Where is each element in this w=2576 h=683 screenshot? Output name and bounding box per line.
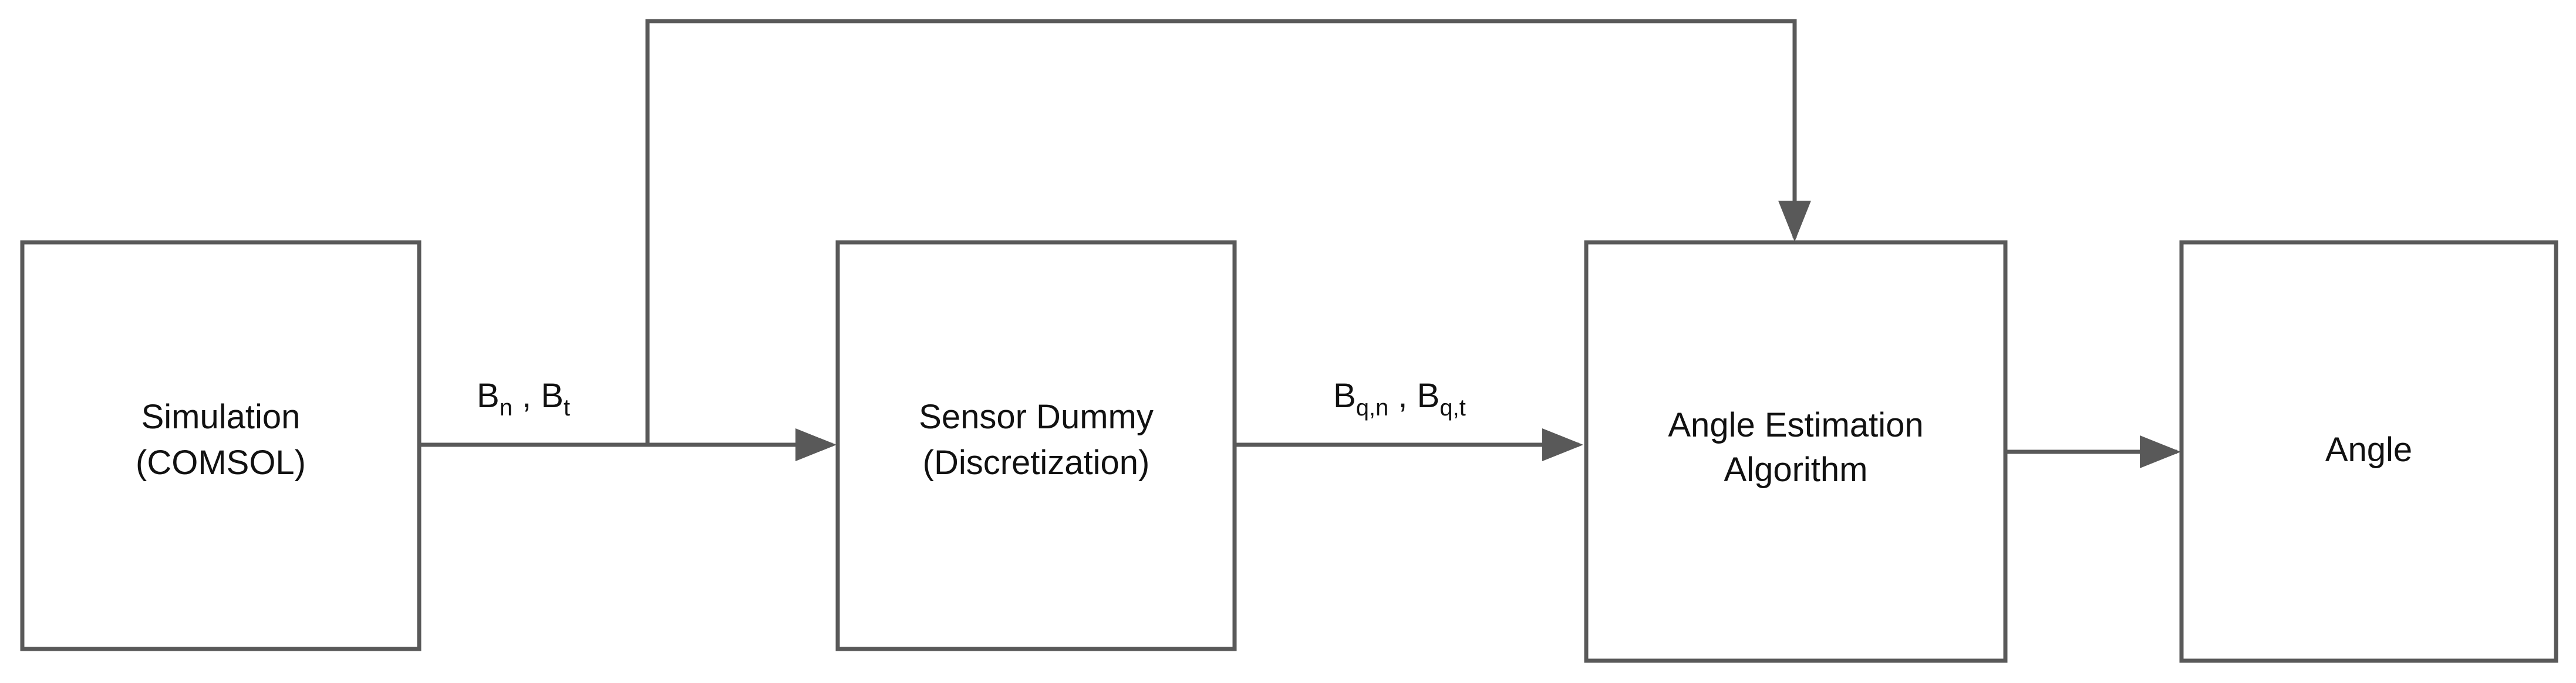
signal-quantized-b2-subscript: q,t	[1439, 395, 1465, 421]
angle-block-frame	[2179, 240, 2558, 663]
sensor-dummy-block-frame	[835, 240, 1237, 651]
signal-quantized-b1: B	[1333, 377, 1356, 415]
sensor-dummy-block-title: Sensor Dummy	[919, 398, 1154, 436]
signal-label-raw-field: Bn , Bt	[477, 377, 570, 421]
simulation-block-title: Simulation	[141, 398, 301, 436]
simulation-block-frame	[20, 240, 422, 651]
signal-quantized-b1-subscript: q,n	[1356, 395, 1389, 421]
angle-block-title: Angle	[2325, 431, 2412, 469]
signal-raw-b1-subscript: n	[500, 395, 512, 421]
angle-estimation-block-subtitle: Algorithm	[1724, 451, 1868, 489]
angle-estimation-block-frame	[1584, 240, 2008, 663]
connector-feedforward-to-angle-estimation	[645, 19, 1811, 445]
angle-estimation-block-title: Angle Estimation	[1668, 406, 1923, 444]
signal-label-quantized-field: Bq,n , Bq,t	[1333, 377, 1466, 421]
simulation-block-subtitle: (COMSOL)	[136, 444, 306, 482]
angle-estimation-block: Angle Estimation Algorithm	[1584, 240, 2008, 663]
signal-quantized-separator: ,	[1388, 377, 1417, 415]
angle-block: Angle	[2179, 240, 2558, 663]
sensor-dummy-block-subtitle: (Discretization)	[923, 444, 1150, 482]
signal-quantized-b2: B	[1417, 377, 1440, 415]
signal-raw-b1: B	[477, 377, 500, 415]
signal-raw-b2: B	[541, 377, 564, 415]
simulation-block: Simulation (COMSOL)	[20, 240, 422, 651]
signal-raw-b2-subscript: t	[564, 395, 570, 421]
sensor-dummy-block: Sensor Dummy (Discretization)	[835, 240, 1237, 651]
signal-raw-separator: ,	[512, 377, 541, 415]
